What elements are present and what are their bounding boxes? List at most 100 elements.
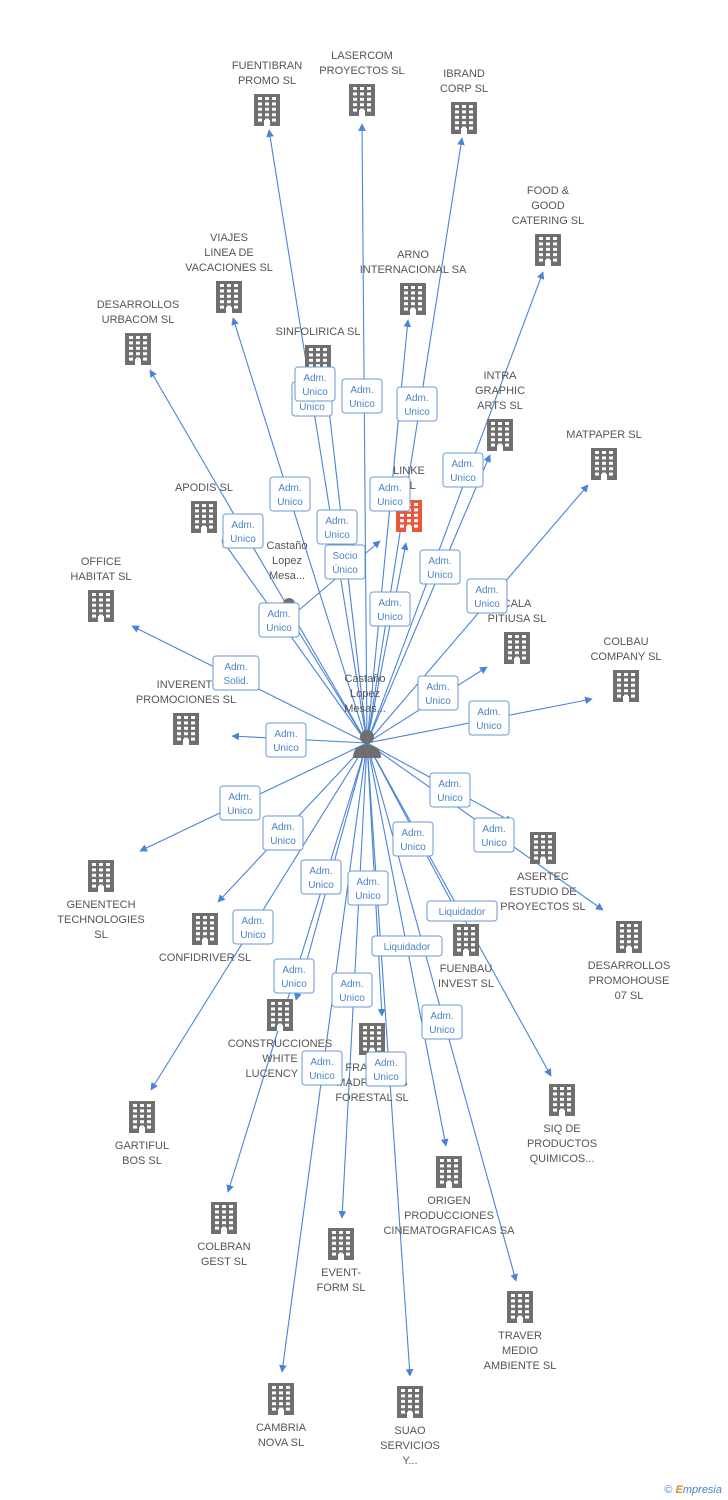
person-main-label: Castaño: [345, 673, 386, 685]
edge-label-viajes[interactable]: Adm.Unico: [269, 476, 311, 512]
edge-label-event[interactable]: Adm.Unico: [331, 972, 373, 1008]
company-gartiful-label: BOS SL: [122, 1155, 162, 1167]
edge-label-lasercom[interactable]: Adm.Unico: [341, 378, 383, 414]
edge-label-text: Unico: [277, 497, 303, 508]
edge-label-text: Adm.: [426, 682, 449, 693]
company-siq-building-icon[interactable]: [549, 1084, 575, 1116]
edge-label-text: Unico: [373, 1072, 399, 1083]
edge-label-ibrand[interactable]: Adm.Unico: [396, 386, 438, 422]
company-fuentibran-building-icon[interactable]: [254, 94, 280, 126]
company-gartiful-label: GARTIFUL: [115, 1140, 169, 1152]
edge-label-box: [442, 452, 484, 488]
edge-label-fraguas[interactable]: Adm. Unico: [347, 870, 389, 906]
edge-label-confidriver[interactable]: Adm.Unico: [262, 815, 304, 851]
edge-label-text: Adm.: [378, 483, 401, 494]
edge-label-text: Unico: [476, 721, 502, 732]
edge-label-text: Socio: [332, 551, 357, 562]
company-cambria-label: CAMBRIA: [256, 1422, 307, 1434]
edge-label-text: Adm.: [282, 965, 305, 976]
company-arno-building-icon[interactable]: [400, 283, 426, 315]
company-construcciones-label: WHITE: [262, 1053, 297, 1065]
edge-label-arno[interactable]: Adm.Unico: [369, 476, 411, 512]
edge-label-apodis[interactable]: Adm.Unico: [316, 509, 358, 545]
edge-label-inverent[interactable]: Adm.Unico: [265, 722, 307, 758]
company-fraguas-building-icon[interactable]: [359, 1023, 385, 1055]
company-suao-building-icon[interactable]: [397, 1386, 423, 1418]
edge-label-text: Unico: [281, 979, 307, 990]
edge-label-box: [341, 378, 383, 414]
company-office-building-icon[interactable]: [88, 590, 114, 622]
edge-label-genentech[interactable]: Adm.Unico: [219, 785, 261, 821]
edge-label-traver[interactable]: Adm.Unico: [365, 1051, 407, 1087]
edge-label-box: [419, 549, 461, 585]
company-viajes-building-icon[interactable]: [216, 281, 242, 313]
edge-label-linke[interactable]: Adm.Unico: [369, 591, 411, 627]
company-origen-building-icon[interactable]: [436, 1156, 462, 1188]
edge-label-colbran[interactable]: Adm.Unico: [232, 909, 274, 945]
brand-initial: E: [675, 1484, 683, 1496]
edge-label-despromohouse[interactable]: Adm.Unico: [473, 817, 515, 853]
edge-label-text: Adm.: [430, 1011, 453, 1022]
edge-label-asertec[interactable]: Adm.Unico: [429, 772, 471, 808]
edge-label-food[interactable]: Adm.Unico: [442, 452, 484, 488]
edge-label-intra[interactable]: Adm.Unico: [419, 549, 461, 585]
company-cala-building-icon[interactable]: [504, 632, 530, 664]
company-ibrand-building-icon[interactable]: [451, 102, 477, 134]
company-office-label: HABITAT SL: [70, 571, 131, 583]
company-inverent-building-icon[interactable]: [173, 713, 199, 745]
edge-label-box: [392, 821, 434, 857]
edge-label-colbau[interactable]: Adm.Unico: [468, 700, 510, 736]
edge-label-text: Unico: [355, 891, 381, 902]
company-food-building-icon[interactable]: [535, 234, 561, 266]
edge-label-desurbacom[interactable]: Adm.Unico: [222, 513, 264, 549]
edge-label-origen[interactable]: Adm.Unico: [421, 1004, 463, 1040]
company-asertec-building-icon[interactable]: [530, 832, 556, 864]
company-matpaper-building-icon[interactable]: [591, 448, 617, 480]
edge-label-other[interactable]: Adm.Unico: [258, 602, 300, 638]
company-traver-building-icon[interactable]: [507, 1291, 533, 1323]
edge-label-box: [222, 513, 264, 549]
edge-label-gartiful[interactable]: Adm.Unico: [300, 859, 342, 895]
company-gartiful-building-icon[interactable]: [129, 1101, 155, 1133]
company-colbran-building-icon[interactable]: [211, 1202, 237, 1234]
edge-label-matpaper[interactable]: Adm.Unico: [466, 578, 508, 614]
company-genentech-building-icon[interactable]: [88, 860, 114, 892]
company-cambria-building-icon[interactable]: [268, 1383, 294, 1415]
company-viajes-label: VIAJES: [210, 232, 248, 244]
person-main-icon[interactable]: [353, 730, 381, 758]
company-construcciones-building-icon[interactable]: [267, 999, 293, 1031]
company-genentech-label: SL: [94, 929, 107, 941]
edge-label-text: Adm.: [356, 877, 379, 888]
company-intra-building-icon[interactable]: [487, 419, 513, 451]
company-confidriver-building-icon[interactable]: [192, 913, 218, 945]
company-fuenbau-building-icon[interactable]: [453, 924, 479, 956]
company-inverent-label: PROMOCIONES SL: [136, 694, 236, 706]
edge-label-office[interactable]: Adm.Solid.: [212, 655, 260, 691]
edge-label-box: [421, 1004, 463, 1040]
company-despromohouse-building-icon[interactable]: [616, 921, 642, 953]
company-desurbacom-building-icon[interactable]: [125, 333, 151, 365]
edge-label-construcciones[interactable]: Adm.Unico: [392, 821, 434, 857]
company-fuentibran-label: PROMO SL: [238, 75, 296, 87]
edge-label-text: Adm.: [228, 792, 251, 803]
edge-label-cambria[interactable]: Adm. Unico: [273, 958, 315, 994]
edge-label-text: Adm.: [438, 779, 461, 790]
edge-label-cala[interactable]: Adm.Unico: [417, 675, 459, 711]
company-despromohouse-label: 07 SL: [615, 990, 644, 1002]
edge-label-suao[interactable]: Adm.Unico: [301, 1050, 343, 1086]
company-colbau-building-icon[interactable]: [613, 670, 639, 702]
edge-label-sinfolirica[interactable]: Adm.Unico: [294, 366, 336, 402]
edge-label-siq[interactable]: Liquidador: [371, 935, 443, 957]
company-arno-label: ARNO: [397, 249, 429, 261]
edge-label-box: [369, 476, 411, 512]
edge-label-text: Adm.: [309, 866, 332, 877]
company-event-building-icon[interactable]: [328, 1228, 354, 1260]
edge-label-fuenbau[interactable]: Liquidador: [426, 900, 498, 922]
company-traver-label: TRAVER: [498, 1330, 542, 1342]
edge-label-text: Unico: [450, 473, 476, 484]
company-lasercom-building-icon[interactable]: [349, 84, 375, 116]
empresia-footer[interactable]: © Empresia: [664, 1484, 722, 1496]
company-apodis-building-icon[interactable]: [191, 501, 217, 533]
company-ibrand-label: CORP SL: [440, 83, 488, 95]
